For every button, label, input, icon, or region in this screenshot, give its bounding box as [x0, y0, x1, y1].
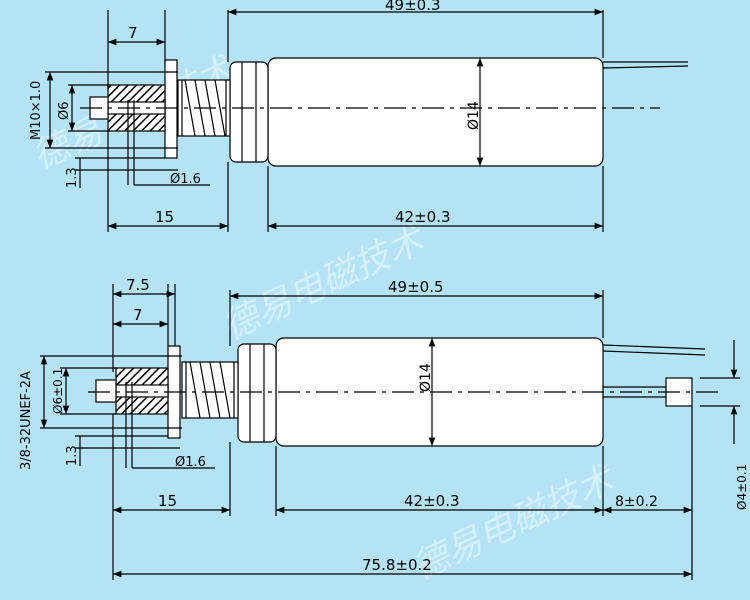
bottom-dim-flange-thickness: 1.3 — [65, 445, 80, 466]
bottom-dim-thread: 3/8-32UNEF-2A — [19, 371, 34, 470]
top-view — [45, 8, 689, 232]
bottom-wires — [602, 344, 706, 356]
bottom-spring — [181, 361, 239, 419]
top-dim-plunger-length: 15 — [155, 208, 174, 226]
top-dim-plunger-diameter: Ø6 — [57, 101, 72, 120]
watermark-text-bottom: 德易电磁技术 — [406, 458, 622, 588]
top-nut — [229, 61, 269, 163]
bottom-nut — [237, 343, 277, 443]
bottom-dim-body-diameter: Ø14 — [418, 363, 434, 392]
top-flange — [164, 59, 178, 159]
top-dim-flange-offset: 7 — [128, 24, 138, 42]
bottom-dim-body-length: 42±0.3 — [404, 492, 460, 510]
bottom-dim-total-length: 49±0.5 — [388, 278, 444, 296]
bottom-dim-rear-shaft-length: 8±0.2 — [615, 494, 658, 510]
bottom-dim-pin-diameter: Ø1.6 — [175, 455, 206, 470]
bottom-dim-flange-offset-outer: 7.5 — [126, 276, 150, 294]
bottom-dim-overall-length: 75.8±0.2 — [362, 556, 432, 574]
bottom-view — [40, 284, 740, 580]
bottom-dim-rear-shaft-diameter: Ø4±0.1 — [735, 464, 749, 510]
bottom-dim-plunger-diameter: Ø6±0.1 — [51, 368, 65, 414]
top-dim-thread: M10×1.0 — [29, 81, 44, 140]
bottom-dim-plunger-length: 15 — [158, 492, 177, 510]
bottom-dim-flange-offset: 7 — [133, 306, 143, 324]
top-dim-flange-thickness: 1.3 — [65, 167, 80, 188]
top-body — [267, 57, 604, 167]
top-wires — [602, 61, 689, 69]
top-dim-body-length: 42±0.3 — [395, 208, 451, 226]
top-dim-pin-diameter: Ø1.6 — [170, 172, 201, 187]
top-dim-body-diameter: Ø14 — [466, 101, 482, 130]
bottom-spring-coils — [185, 361, 235, 419]
top-dim-total-length: 49±0.3 — [385, 0, 441, 14]
